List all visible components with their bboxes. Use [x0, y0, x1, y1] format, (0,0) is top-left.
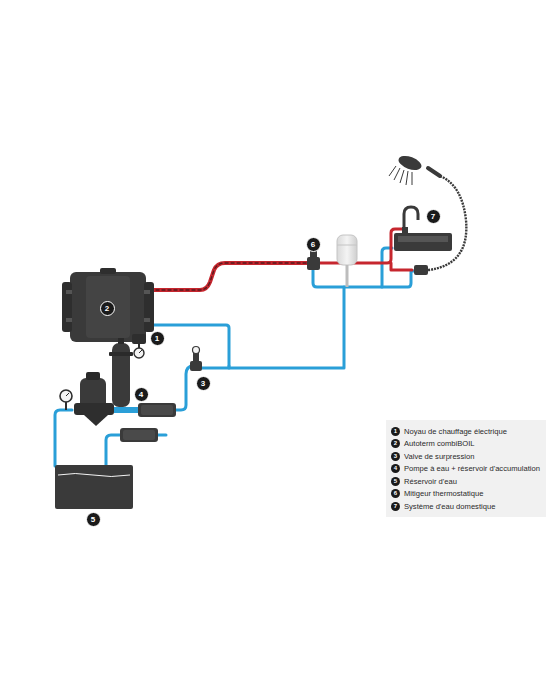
legend-number: 4	[391, 464, 400, 473]
legend-text: Mitigeur thermostatique	[404, 489, 483, 498]
cold-pipes	[55, 248, 417, 466]
legend-number: 6	[391, 489, 400, 498]
pump-and-accumulator	[60, 338, 176, 442]
legend-row: 6 Mitigeur thermostatique	[391, 488, 540, 501]
legend-text: Système d'eau domestique	[404, 502, 495, 511]
callout-number: 3	[196, 376, 211, 391]
callout-number: 7	[426, 209, 441, 224]
legend-number: 3	[391, 452, 400, 461]
legend-text: Autoterm combiBOIL	[404, 439, 474, 448]
legend-number: 1	[391, 427, 400, 436]
legend-row: 5 Réservoir d'eau	[391, 475, 540, 488]
legend-panel: 1 Noyau de chauffage électrique 2 Autoterm …	[386, 420, 546, 517]
shower-spray	[389, 166, 412, 185]
domestic-water-system	[389, 153, 466, 275]
legend-text: Valve de surpression	[404, 452, 474, 461]
pressure-relief-valve	[190, 347, 202, 372]
legend-number: 7	[391, 502, 400, 511]
legend-row: 7 Système d'eau domestique	[391, 500, 540, 513]
legend-row: 1 Noyau de chauffage électrique	[391, 425, 540, 438]
callout-number: 6	[306, 237, 321, 252]
combiboil-heater	[62, 268, 154, 342]
hot-pipes	[150, 229, 412, 290]
legend-row: 2 Autoterm combiBOIL	[391, 438, 540, 451]
legend-text: Noyau de chauffage électrique	[404, 427, 507, 436]
callout-number: 4	[134, 387, 149, 402]
electric-heating-core	[132, 334, 146, 358]
legend-text: Réservoir d'eau	[404, 477, 457, 486]
legend-text: Pompe à eau + réservoir d'accumulation	[404, 464, 540, 473]
legend-number: 2	[391, 439, 400, 448]
legend-number: 5	[391, 477, 400, 486]
callout-number: 5	[86, 512, 101, 527]
water-tank	[55, 465, 133, 509]
legend-row: 4 Pompe à eau + réservoir d'accumulation	[391, 463, 540, 476]
legend-row: 3 Valve de surpression	[391, 450, 540, 463]
callout-number: 1	[150, 331, 165, 346]
callout-number: 2	[100, 301, 115, 316]
